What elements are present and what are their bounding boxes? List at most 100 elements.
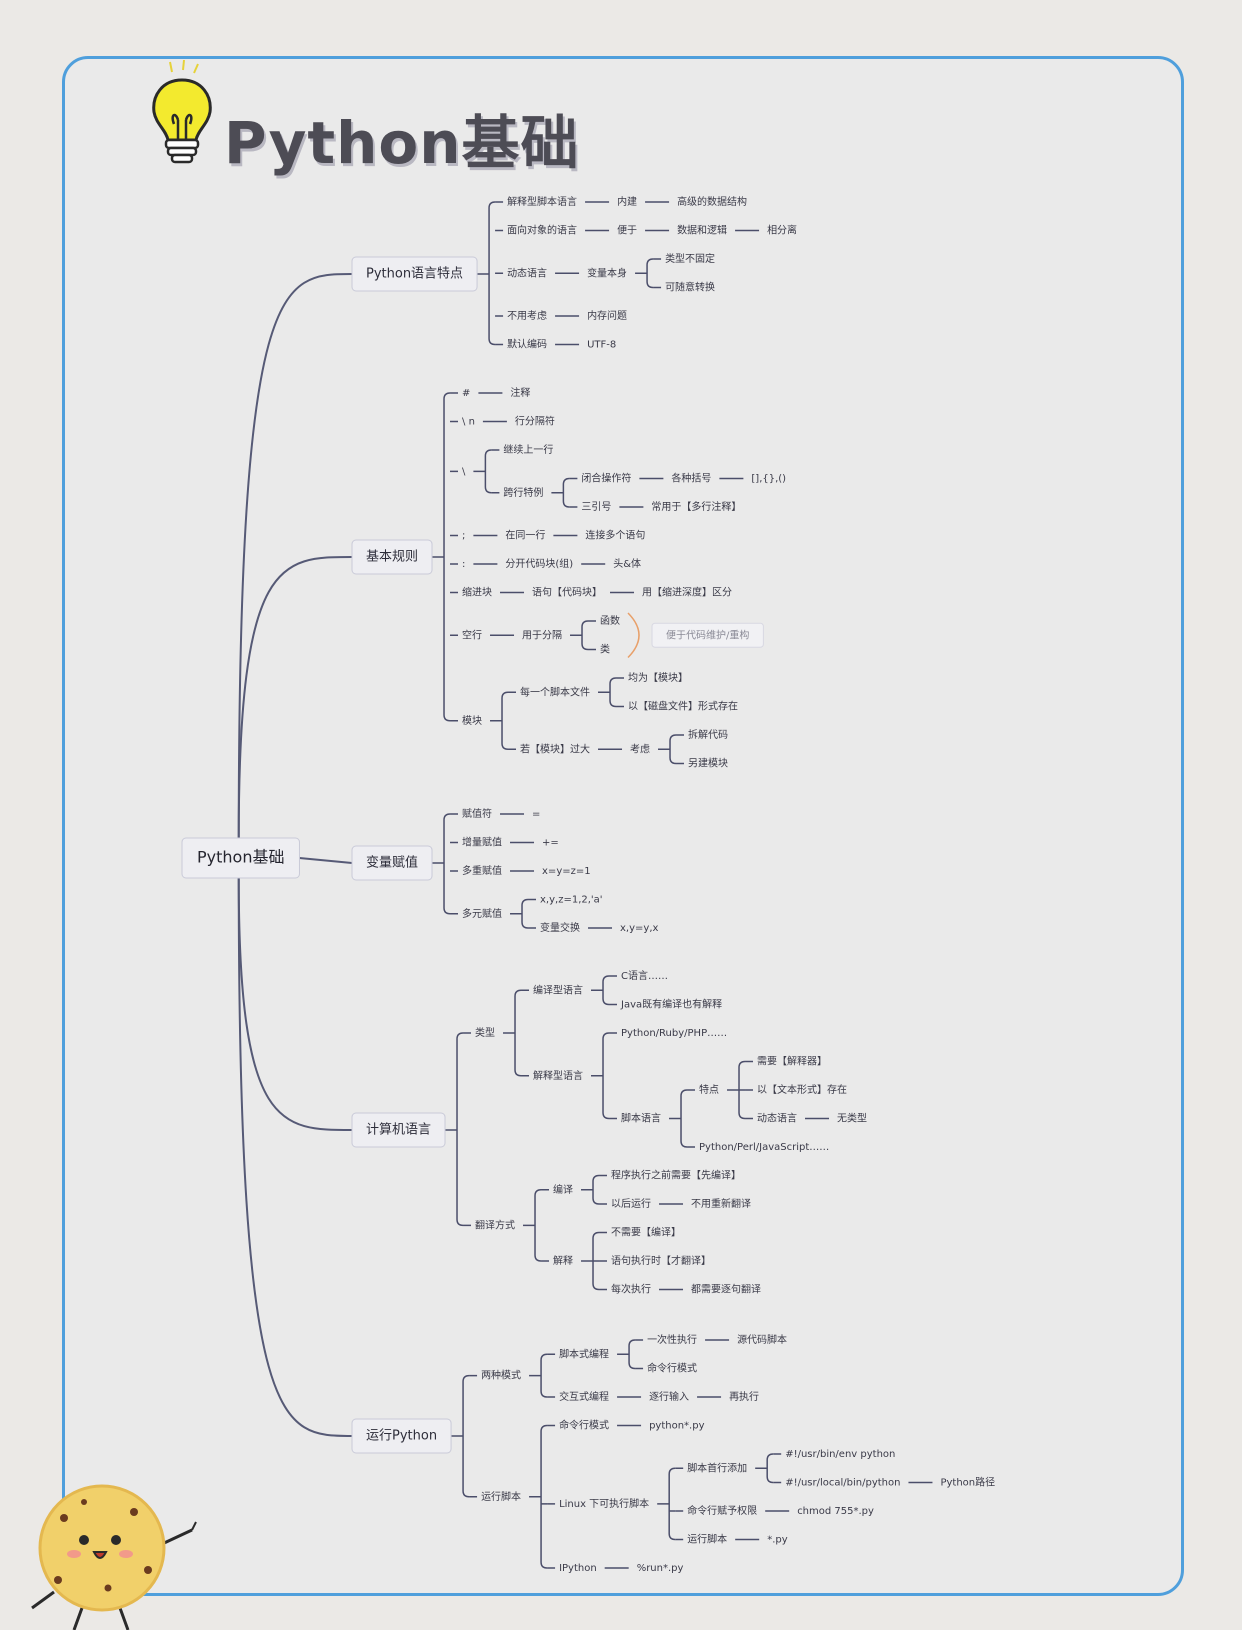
node-label: IPython: [559, 1563, 597, 1574]
node-label: 三引号: [581, 501, 611, 513]
root-label: Python基础: [197, 848, 284, 867]
node-label: 每一个脚本文件: [520, 685, 590, 698]
node-label: 类: [600, 643, 610, 656]
node-label: 脚本首行添加: [687, 1461, 747, 1474]
node-label: #!/usr/local/bin/python: [785, 1478, 900, 1489]
node-label: chmod 755*.py: [797, 1506, 874, 1517]
node-label: 空行: [462, 628, 482, 641]
node-label: x=y=z=1: [542, 866, 591, 877]
node-label: 以【磁盘文件】形式存在: [628, 700, 738, 713]
node-label: 内建: [617, 195, 637, 208]
node-label: 程序执行之前需要【先编译】: [611, 1169, 741, 1182]
node-label: 类型: [475, 1026, 495, 1039]
node-label: 运行脚本: [481, 1490, 521, 1503]
main-topic-node: [351, 1418, 452, 1454]
node-label: 语句【代码块】: [532, 586, 602, 599]
node-label: 类型不固定: [665, 252, 715, 265]
node-label: 缩进块: [462, 586, 492, 599]
node-label: 都需要逐句翻译: [691, 1283, 761, 1296]
node-label: x,y=y,x: [620, 923, 658, 934]
node-label: 行分隔符: [515, 415, 555, 428]
node-label: 便于: [617, 224, 637, 237]
node-label: 用于分隔: [522, 629, 562, 641]
node-label: 多元赋值: [462, 907, 502, 920]
node-label: 变量交换: [540, 921, 580, 934]
node-label: 交互式编程: [559, 1390, 609, 1403]
node-label: =: [532, 809, 540, 820]
node-label: 命令行模式: [559, 1419, 609, 1432]
node-label: 命令行模式: [647, 1362, 697, 1375]
node-label: 编译型语言: [533, 983, 583, 996]
node-label: 闭合操作符: [581, 472, 631, 485]
node-label: 运行脚本: [687, 1533, 727, 1546]
node-label: 增量赋值: [462, 836, 502, 849]
page-title: Python基础: [224, 109, 580, 177]
cookie-mascot-icon: [31, 1484, 197, 1630]
node-label: #: [462, 388, 470, 399]
node-label: 数据和逻辑: [677, 224, 727, 237]
node-label: 注释: [510, 386, 530, 399]
node-label: 考虑: [630, 743, 650, 755]
node-label: 若【模块】过大: [520, 742, 590, 755]
node-label: 逐行输入: [649, 1390, 689, 1403]
node-label: 可随意转换: [665, 281, 715, 294]
node-label: Python/Ruby/PHP……: [621, 1028, 727, 1039]
node-label: 变量本身: [587, 266, 627, 279]
node-label: \ n: [462, 417, 475, 428]
node-label: 函数: [600, 614, 620, 627]
node-label: 需要【解释器】: [757, 1055, 827, 1068]
node-label: 均为【模块】: [628, 672, 688, 684]
node-label: 两种模式: [481, 1369, 521, 1382]
node-label: 解释型脚本语言: [507, 195, 577, 208]
node-label: 拆解代码: [688, 728, 728, 741]
node-label: #!/usr/bin/env python: [785, 1449, 895, 1460]
node-label: 不用重新翻译: [691, 1197, 751, 1210]
lightbulb-icon: [152, 60, 212, 164]
node-label: 特点: [699, 1084, 719, 1096]
node-label: 面向对象的语言: [507, 224, 577, 237]
node-label: 解释型语言: [533, 1069, 583, 1082]
node-label: 动态语言: [757, 1112, 797, 1125]
node-label: 在同一行: [505, 529, 545, 542]
node-label: 翻译方式: [475, 1218, 515, 1231]
node-label: Python路径: [940, 1476, 995, 1489]
annotation-box: [651, 622, 764, 648]
node-label: 默认编码: [507, 338, 547, 351]
node-label: 不用考虑: [507, 310, 547, 322]
node-label: 各种括号: [671, 472, 711, 485]
node-label: 再执行: [729, 1390, 759, 1403]
node-label: 分开代码块(组): [505, 557, 573, 570]
node-label: C语言……: [621, 969, 668, 982]
node-label: 脚本语言: [621, 1112, 661, 1125]
node-label: 多重赋值: [462, 864, 502, 877]
node-label: Java既有编译也有解释: [620, 998, 722, 1011]
node-label: python*.py: [649, 1421, 705, 1432]
node-label: 跨行特例: [503, 486, 543, 499]
annotation-label: 便于代码维护/重构: [666, 628, 749, 641]
node-label: 模块: [462, 715, 482, 727]
page-frame: [62, 56, 1184, 1596]
node-label: 头&体: [613, 558, 641, 570]
node-label: +=: [542, 838, 559, 849]
node-label: 内存问题: [587, 309, 627, 322]
node-label: Linux 下可执行脚本: [559, 1497, 649, 1510]
node-label: 以【文本形式】存在: [757, 1083, 847, 1096]
node-label: 基本规则: [366, 550, 418, 565]
node-label: 用【缩进深度】区分: [642, 586, 732, 599]
node-label: 变量赋值: [366, 855, 418, 871]
node-label: [],{},(): [751, 474, 786, 485]
node-label: 语句执行时【才翻译】: [611, 1254, 711, 1267]
node-label: 命令行赋予权限: [687, 1504, 757, 1517]
node-label: 继续上一行: [503, 443, 553, 456]
node-label: 高级的数据结构: [677, 195, 747, 208]
node-label: 不需要【编译】: [611, 1226, 681, 1239]
main-topic-node: [351, 845, 433, 881]
node-label: 运行Python: [366, 1429, 437, 1444]
main-topic-node: [351, 1112, 446, 1148]
node-label: 脚本式编程: [559, 1347, 609, 1360]
node-label: 另建模块: [688, 757, 728, 770]
node-label: 一次性执行: [647, 1333, 697, 1346]
node-label: 赋值符: [462, 807, 492, 820]
node-label: \: [462, 466, 466, 477]
